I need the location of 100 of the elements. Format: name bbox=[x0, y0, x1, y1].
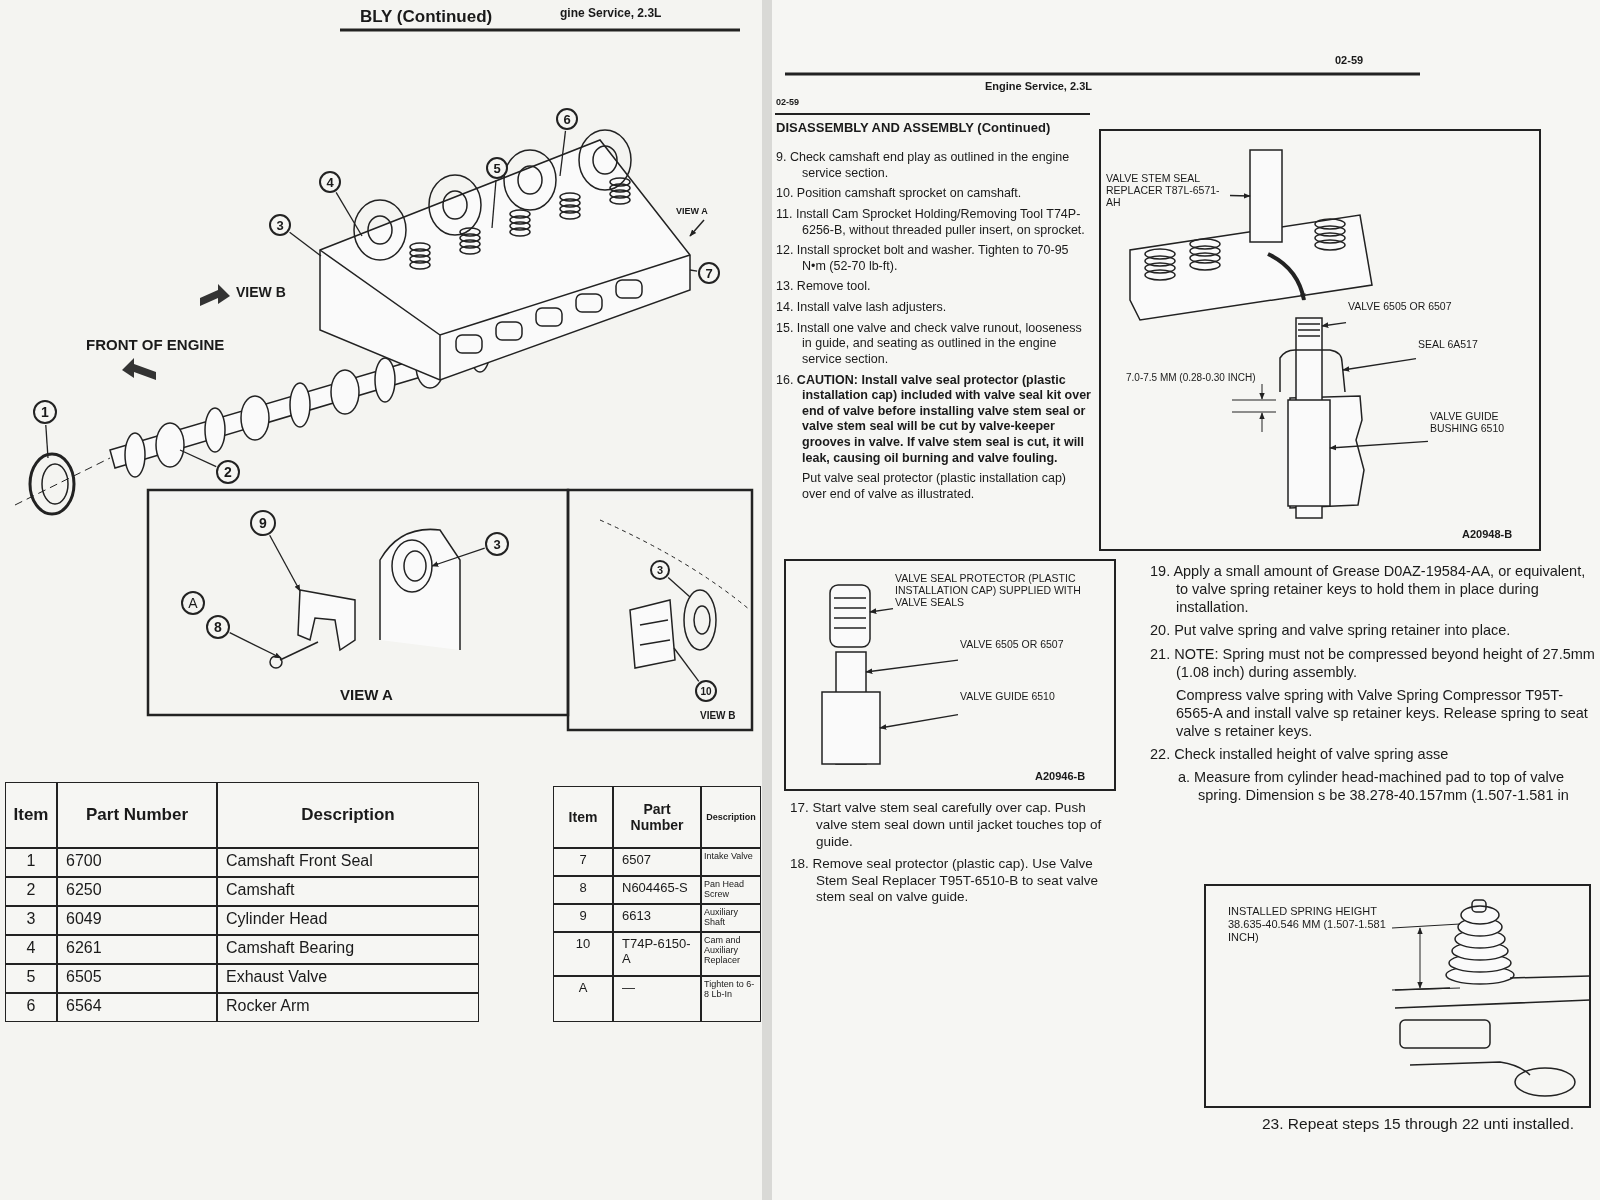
step-text: 19. Apply a small amount of Grease D0AZ-19584-AA, or equivalent, to valve spring retainer keys to hold them in place during installation. bbox=[1150, 562, 1587, 617]
view-label: VIEW B bbox=[700, 710, 737, 722]
leader-line bbox=[869, 608, 894, 614]
figure-number: A20946-B bbox=[1035, 770, 1087, 784]
table-cell: 10 bbox=[553, 932, 613, 976]
table-cell: Cam and Auxiliary Replacer bbox=[701, 932, 761, 976]
step-text: 13. Remove tool. bbox=[776, 279, 872, 295]
leader-line bbox=[431, 547, 486, 567]
step-text: 23. Repeat steps 15 through 22 unti installed. bbox=[1262, 1114, 1575, 1134]
part-label: VALVE GUIDE 6510 bbox=[960, 690, 1080, 718]
view-label: VIEW B bbox=[236, 284, 287, 301]
dimension-label: 7.0-7.5 MM (0.28-0.30 INCH) bbox=[1126, 372, 1256, 384]
table-cell: 4 bbox=[5, 935, 57, 964]
table-cell: 5 bbox=[5, 964, 57, 993]
table-cell: 1 bbox=[5, 848, 57, 877]
table-cell: T74P-6150-A bbox=[613, 932, 701, 976]
step-text: 22. Check installed height of valve spring asse bbox=[1150, 745, 1450, 764]
leader-line bbox=[865, 659, 959, 674]
leader-line bbox=[1329, 440, 1429, 451]
part-label: VALVE 6505 OR 6507 bbox=[960, 638, 1080, 666]
table-cell: Auxiliary Shaft bbox=[701, 904, 761, 932]
dimension-label: INSTALLED SPRING HEIGHT 38.635-40.546 MM (1.507-1.581 INCH) bbox=[1228, 905, 1387, 945]
table-cell: Camshaft Bearing bbox=[217, 935, 479, 964]
table-header-cell: Description bbox=[217, 782, 479, 848]
screw-drawing bbox=[269, 641, 319, 669]
leader-line bbox=[335, 191, 363, 237]
leader-line bbox=[269, 534, 301, 592]
running-header: BLY (Continued) bbox=[360, 7, 494, 28]
page-number: 02-59 bbox=[776, 97, 801, 108]
table-cell: 6250 bbox=[57, 877, 217, 906]
table-cell: 2 bbox=[5, 877, 57, 906]
table-cell: Rocker Arm bbox=[217, 993, 479, 1022]
leader-line bbox=[673, 647, 700, 683]
part-label: SEAL 6A517 bbox=[1418, 338, 1498, 366]
table-cell: 6505 bbox=[57, 964, 217, 993]
table-cell: 6507 bbox=[613, 848, 701, 876]
table-cell: — bbox=[613, 976, 701, 1022]
step-text: Put valve seal protector (plastic installation cap) over end of valve as illustrated. bbox=[801, 471, 1067, 503]
leader-line bbox=[45, 424, 49, 459]
leader-line bbox=[288, 231, 322, 257]
leader-line bbox=[1229, 193, 1251, 199]
tool-drawing bbox=[629, 599, 676, 669]
leader-line bbox=[1342, 357, 1417, 372]
bearing-block-drawing bbox=[379, 528, 461, 651]
table-cell: N604465-S bbox=[613, 876, 701, 904]
seal-protector-drawing bbox=[829, 584, 871, 648]
table-cell: 3 bbox=[5, 906, 57, 935]
table-cell: 6700 bbox=[57, 848, 217, 877]
view-label: VIEW A bbox=[676, 206, 709, 217]
table-header-cell: Item bbox=[5, 782, 57, 848]
valve-seal-drawing bbox=[1279, 349, 1346, 393]
part-label: VALVE STEM SEAL REPLACER T87L-6571-AH bbox=[1106, 172, 1228, 216]
leader-line bbox=[179, 449, 217, 468]
table-cell: 6 bbox=[5, 993, 57, 1022]
table-cell: Pan Head Screw bbox=[701, 876, 761, 904]
leader-line bbox=[229, 632, 282, 659]
running-header: gine Service, 2.3L bbox=[560, 6, 663, 21]
step-text: 12. Install sprocket bolt and washer. Tighten to 70-95 N•m (52-70 lb-ft). bbox=[776, 243, 1070, 275]
table-cell: Exhaust Valve bbox=[217, 964, 479, 993]
table-cell: 6613 bbox=[613, 904, 701, 932]
step-text: 11. Install Cam Sprocket Holding/Removing Tool T74P-6256-B, without threaded puller insert, on sprocket. bbox=[776, 206, 1086, 239]
direction-label: FRONT OF ENGINE bbox=[86, 336, 226, 354]
step-text: 16. CAUTION: Install valve seal protector (plastic installation cap) included with valve seal kit over end of valve before installing valve stem seal or valve stem seal will be cut by valve-keeper grooves in valve. If valve stem seal is cut, it will leak, causing oil burning and valve fouling. bbox=[776, 372, 1091, 467]
leader-line bbox=[667, 576, 691, 598]
thrust-plate-drawing bbox=[297, 589, 356, 652]
step-text: 9. Check camshaft end play as outlined in the engine service section. bbox=[776, 150, 1071, 182]
table-cell: 6564 bbox=[57, 993, 217, 1022]
running-header: Engine Service, 2.3L bbox=[985, 80, 1093, 94]
part-label: VALVE GUIDE BUSHING 6510 bbox=[1430, 410, 1526, 466]
leader-line bbox=[1321, 321, 1347, 328]
view-label: VIEW A bbox=[340, 686, 394, 704]
leader-line bbox=[689, 269, 698, 272]
table-header-cell: Part Number bbox=[57, 782, 217, 848]
table-cell: A bbox=[553, 976, 613, 1022]
sprocket-ring-drawing bbox=[683, 589, 717, 651]
step-text: 20. Put valve spring and valve spring retainer into place. bbox=[1150, 621, 1512, 640]
figure-number: A20948-B bbox=[1462, 528, 1514, 542]
table-cell: 8 bbox=[553, 876, 613, 904]
table-cell: 7 bbox=[553, 848, 613, 876]
leader-line bbox=[559, 130, 567, 177]
table-header-cell: Item bbox=[553, 786, 613, 848]
section-heading: DISASSEMBLY AND ASSEMBLY (Continued) bbox=[776, 120, 1052, 136]
table-header-cell: Part Number bbox=[613, 786, 701, 848]
valve-guide-drawing bbox=[821, 691, 881, 765]
page-number: 02-59 bbox=[1335, 54, 1365, 68]
table-cell: Tighten to 6-8 Lb-In bbox=[701, 976, 761, 1022]
step-text: 21. NOTE: Spring must not be compressed beyond height of 27.5mm (1.08 inch) during assembly. bbox=[1150, 644, 1595, 681]
step-text: Compress valve spring with Valve Spring Compressor T95T-6565-A and install valve sp retainer keys. Release spring to seat valve s retainer keys. bbox=[1175, 685, 1589, 741]
table-cell: 6049 bbox=[57, 906, 217, 935]
part-label: VALVE SEAL PROTECTOR (PLASTIC INSTALLATION CAP) SUPPLIED WITH VALVE SEALS bbox=[895, 572, 1107, 614]
step-text: 10. Position camshaft sprocket on camshaft. bbox=[776, 186, 1023, 202]
table-cell: Intake Valve bbox=[701, 848, 761, 876]
table-cell: Camshaft Front Seal bbox=[217, 848, 479, 877]
table-cell: Cylinder Head bbox=[217, 906, 479, 935]
valve-guide-bushing-drawing bbox=[1287, 399, 1331, 507]
seal-replacer-tool-drawing bbox=[1249, 149, 1283, 243]
leader-line bbox=[879, 713, 959, 730]
table-cell: 9 bbox=[553, 904, 613, 932]
table-cell: 6261 bbox=[57, 935, 217, 964]
step-text: 15. Install one valve and check valve runout, looseness in guide, and seating as outlined in the engine service section. bbox=[776, 320, 1083, 368]
